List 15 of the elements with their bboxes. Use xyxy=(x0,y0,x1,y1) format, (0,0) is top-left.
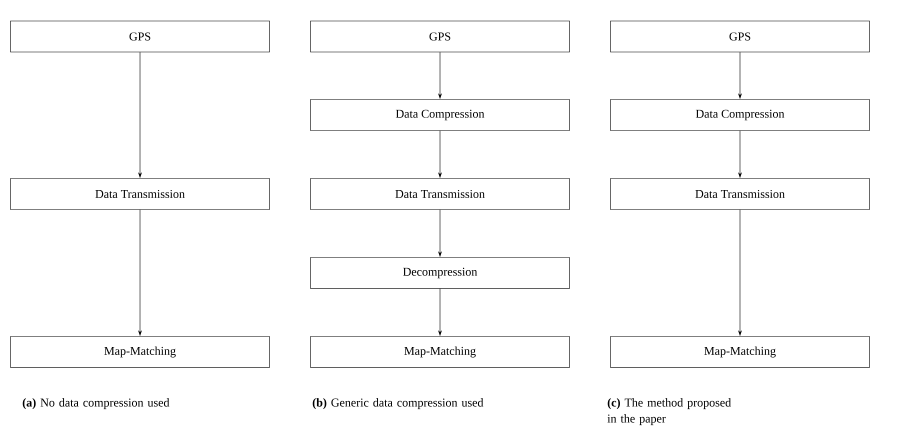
process-box: Map-Matching xyxy=(610,336,870,368)
process-box: GPS xyxy=(10,20,270,52)
process-box: Data Transmission xyxy=(310,178,570,210)
process-box: Map-Matching xyxy=(310,336,570,368)
subfigure-caption: (c) The method proposed in the paper xyxy=(607,398,731,426)
process-box: Data Compression xyxy=(310,99,570,131)
process-box: Decompression xyxy=(310,257,570,289)
process-box: Data Transmission xyxy=(610,178,870,210)
subfigure-caption: (b) Generic data compression used xyxy=(312,398,484,410)
process-box: Data Compression xyxy=(610,99,870,131)
subfigure-caption: (a) No data compression used xyxy=(22,398,170,410)
process-box: GPS xyxy=(310,20,570,52)
process-box: GPS xyxy=(610,20,870,52)
process-box: Map-Matching xyxy=(10,336,270,368)
process-box: Data Transmission xyxy=(10,178,270,210)
